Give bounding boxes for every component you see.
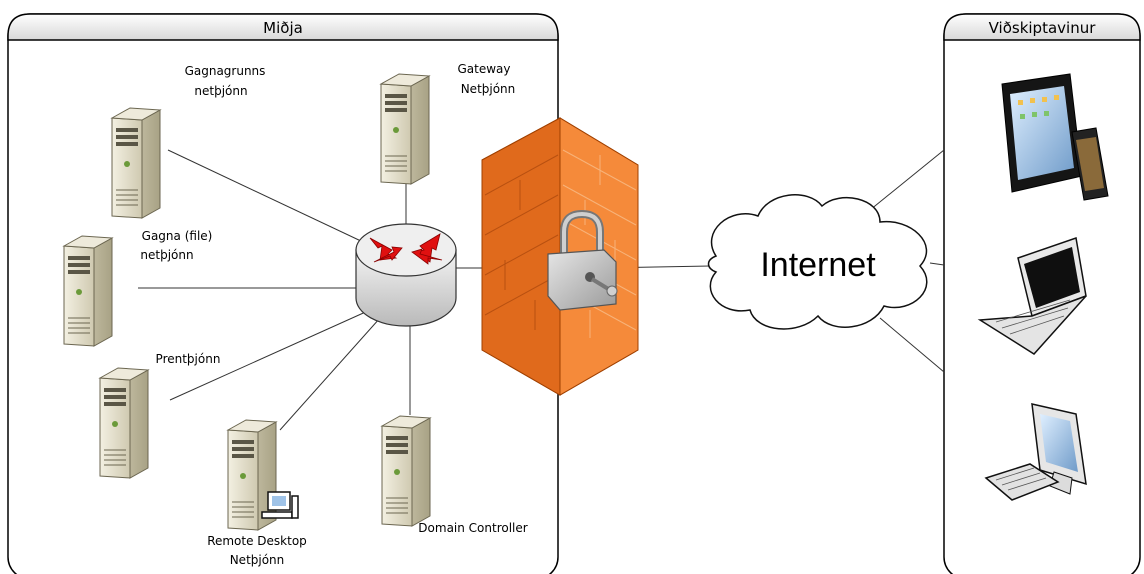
link-database bbox=[167, 149, 381, 251]
domain-controller-label: Domain Controller bbox=[418, 521, 527, 535]
padlock-icon bbox=[547, 209, 618, 311]
remote-desktop-label-2: Netþjónn bbox=[230, 553, 285, 567]
database-server-icon bbox=[111, 107, 161, 219]
desktop-monitor-icon bbox=[984, 403, 1087, 501]
internet-label: Internet bbox=[760, 246, 876, 284]
link-internet-tablet bbox=[869, 149, 945, 211]
tablet-phone-icon bbox=[1001, 73, 1109, 201]
gateway-server-icon bbox=[380, 73, 430, 185]
link-internet-desktop bbox=[879, 317, 945, 373]
database-server-label-1: Gagnagrunns bbox=[185, 64, 266, 78]
gateway-server-label-1: Gateway bbox=[457, 62, 510, 76]
print-server-icon bbox=[99, 367, 149, 479]
client-panel-title: Viðskiptavinur bbox=[989, 19, 1097, 37]
file-server-icon bbox=[63, 235, 113, 347]
gateway-server-label-2: Netþjónn bbox=[461, 82, 516, 96]
domain-controller-server-icon bbox=[381, 415, 431, 527]
workstation-icon bbox=[261, 491, 299, 519]
print-server-label: Prentþjónn bbox=[156, 352, 221, 366]
internet-cloud-icon: Internet bbox=[707, 194, 928, 330]
link-print bbox=[169, 309, 371, 401]
router-icon bbox=[355, 223, 457, 327]
remote-desktop-label-1: Remote Desktop bbox=[207, 534, 307, 548]
laptop-icon bbox=[977, 237, 1087, 355]
database-server-label-2: netþjónn bbox=[194, 84, 247, 98]
link-internet-laptop bbox=[929, 262, 945, 266]
file-server-label-1: Gagna (file) bbox=[142, 229, 213, 243]
connection-lines bbox=[138, 149, 945, 431]
center-panel-title: Miðja bbox=[263, 19, 303, 37]
file-server-label-2: netþjónn bbox=[140, 248, 193, 262]
link-remote bbox=[279, 317, 381, 431]
